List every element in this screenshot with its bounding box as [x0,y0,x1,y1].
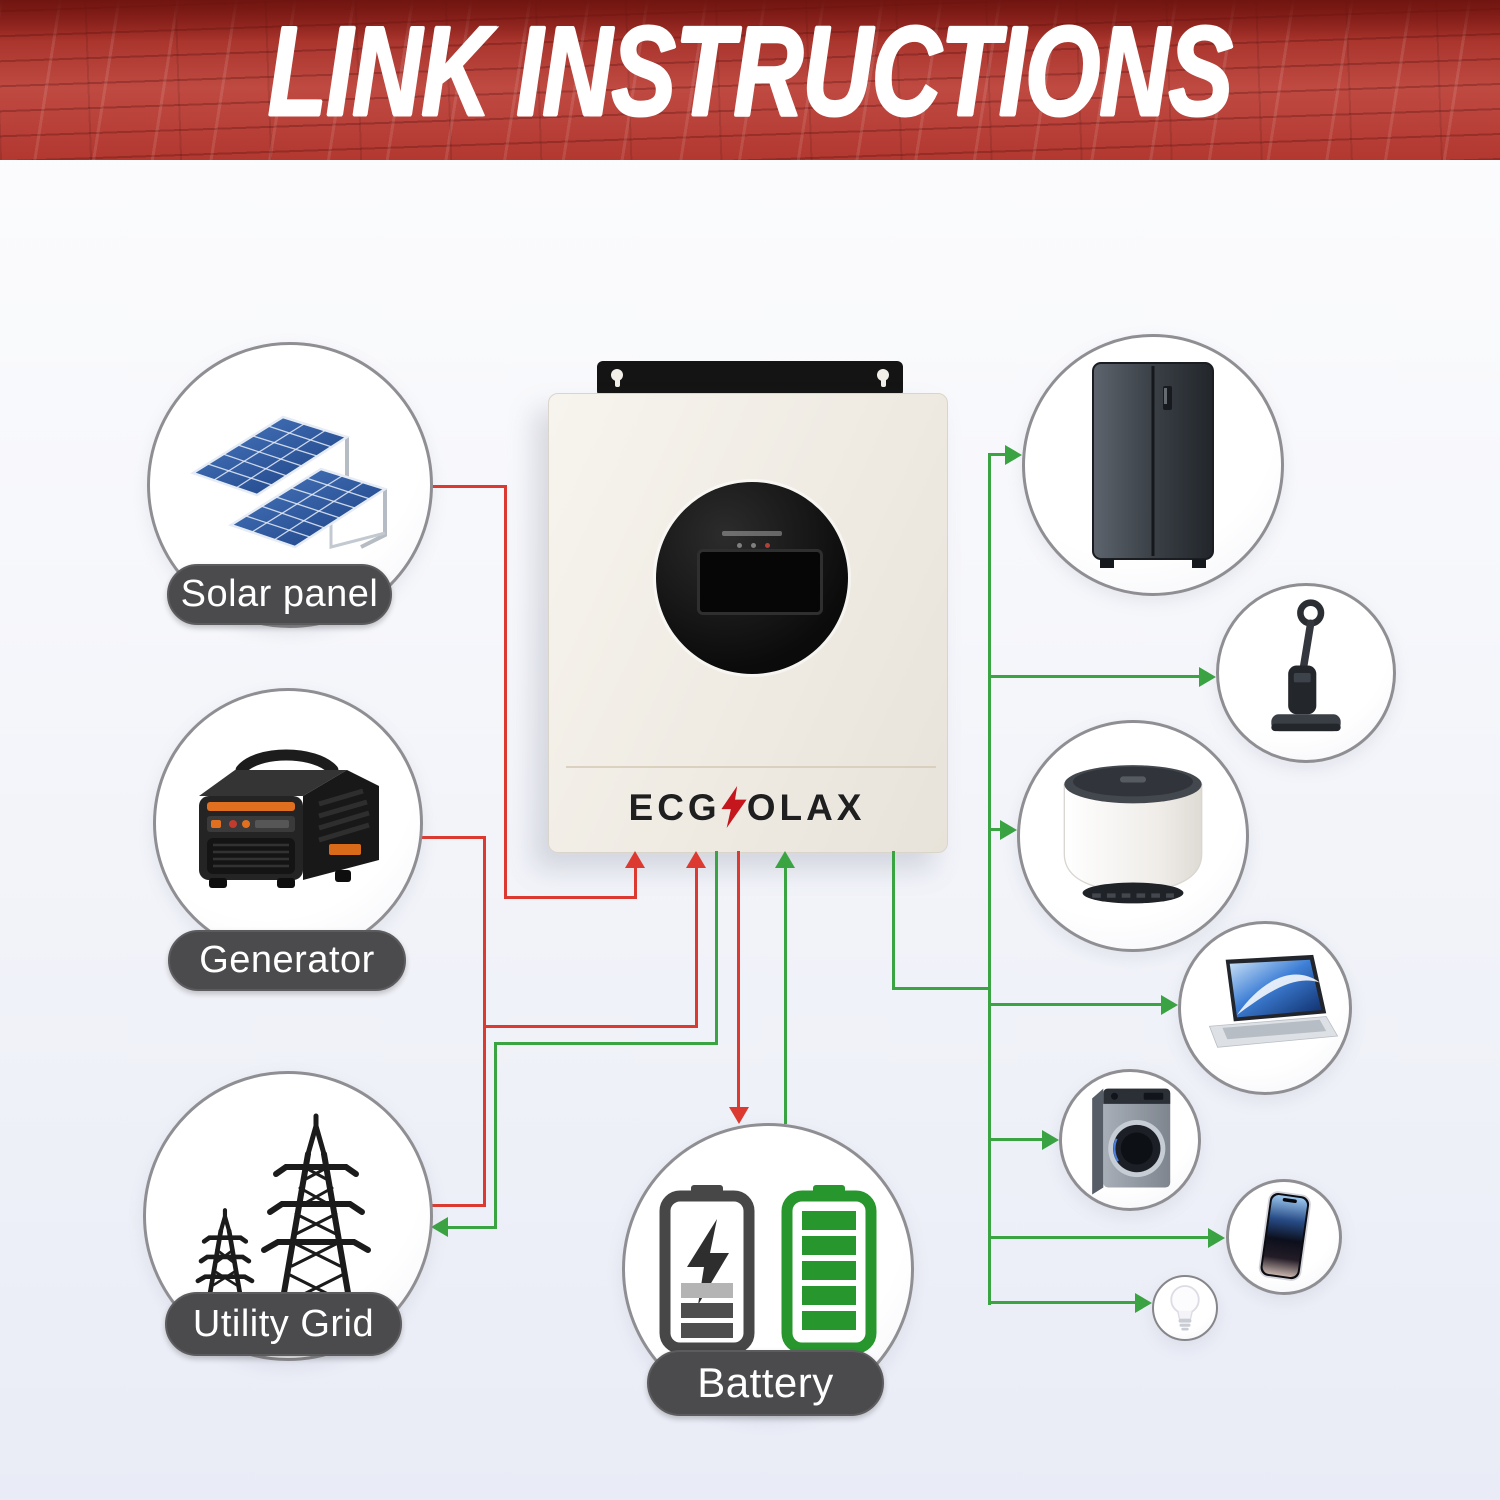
brand-logo-suffix: OLAX [746,787,866,828]
line-solar-to-inverter [427,485,507,488]
load-trunk-line [988,453,991,1305]
label-utility-grid-text: Utility Grid [192,1302,375,1345]
status-led-icon [765,543,770,548]
line-inverter-to-loads [892,851,895,990]
arrow-into-grid [431,1217,448,1237]
line-solar-to-inverter [634,867,637,899]
lightning-bolt-icon [721,786,747,828]
keyhole-icon [611,369,623,387]
refrigerator-icon [1092,361,1214,568]
line-generator-to-inverter [483,836,486,1028]
line-battery-to-inverter [784,867,787,1124]
utility-grid-icon [195,1113,371,1319]
line-generator-to-inverter [483,1025,698,1028]
keyhole-icon [877,369,889,387]
branch-light-bulb [988,1301,1136,1304]
status-led-icon [751,543,756,548]
arrow-into-washing-machine [1042,1130,1059,1150]
node-light-bulb [1152,1275,1218,1341]
inverter-display-caption [722,531,782,536]
line-grid-ac-link [483,1025,486,1207]
node-washing-machine [1059,1069,1201,1211]
node-smartphone [1226,1179,1342,1295]
arrow-into-vacuum [1199,667,1216,687]
line-generator-to-inverter [416,836,486,839]
line-solar-to-inverter [504,896,637,899]
branch-refrigerator [988,453,1006,456]
washing-machine-icon [1091,1088,1170,1195]
line-inverter-to-grid [715,851,718,1045]
node-battery [622,1123,914,1415]
battery-icon [659,1185,877,1354]
label-utility-grid: Utility Grid [165,1292,402,1356]
line-inverter-to-battery [737,851,740,1109]
label-solar-panel-text: Solar panel [180,573,379,615]
generator-icon [199,749,379,888]
label-generator-text: Generator [199,939,375,981]
brand-logo: ECG OLAX [548,786,946,830]
line-inverter-to-grid [494,1042,497,1229]
solar-panel-icon [190,415,388,549]
branch-air-fryer [988,828,1002,831]
node-air-fryer [1017,720,1249,952]
arrow-into-smartphone [1208,1228,1225,1248]
line-inverter-to-grid [446,1226,497,1229]
arrow-into-light-bulb [1135,1293,1152,1313]
line-inverter-to-loads [892,987,991,990]
page-title: LINK INSTRUCTIONS [267,0,1234,143]
branch-washing-machine [988,1138,1043,1141]
arrow-into-inverter [686,851,706,868]
line-grid-ac-link [427,1204,486,1207]
line-inverter-to-grid [494,1042,718,1045]
arrow-into-air-fryer [1000,820,1017,840]
label-battery-text: Battery [697,1359,834,1406]
node-laptop [1178,921,1352,1095]
smartphone-icon [1258,1191,1311,1281]
arrow-into-inverter [625,851,645,868]
label-battery: Battery [647,1350,884,1416]
inverter-divider [566,766,936,768]
vacuum-cleaner-icon [1271,599,1341,732]
banner: LINK INSTRUCTIONS [0,0,1500,160]
arrow-into-battery [729,1107,749,1124]
line-solar-to-inverter [504,485,507,899]
branch-smartphone [988,1236,1209,1239]
node-vacuum-cleaner [1216,583,1396,763]
node-generator [153,688,423,958]
light-bulb-icon [1170,1285,1200,1331]
line-generator-to-inverter [695,867,698,1028]
inverter-mounting-bracket [597,361,903,397]
status-led-icon [737,543,742,548]
label-generator: Generator [168,930,406,991]
arrow-into-refrigerator [1005,445,1022,465]
branch-laptop [988,1003,1162,1006]
node-refrigerator [1022,334,1284,596]
air-fryer-icon [1063,765,1203,904]
arrow-into-inverter [775,851,795,868]
brand-logo-prefix: ECG [628,787,721,828]
arrow-into-laptop [1161,995,1178,1015]
inverter-lcd-screen [697,549,823,615]
branch-vacuum [988,675,1200,678]
laptop-icon [1208,954,1339,1048]
label-solar-panel: Solar panel [167,564,392,625]
